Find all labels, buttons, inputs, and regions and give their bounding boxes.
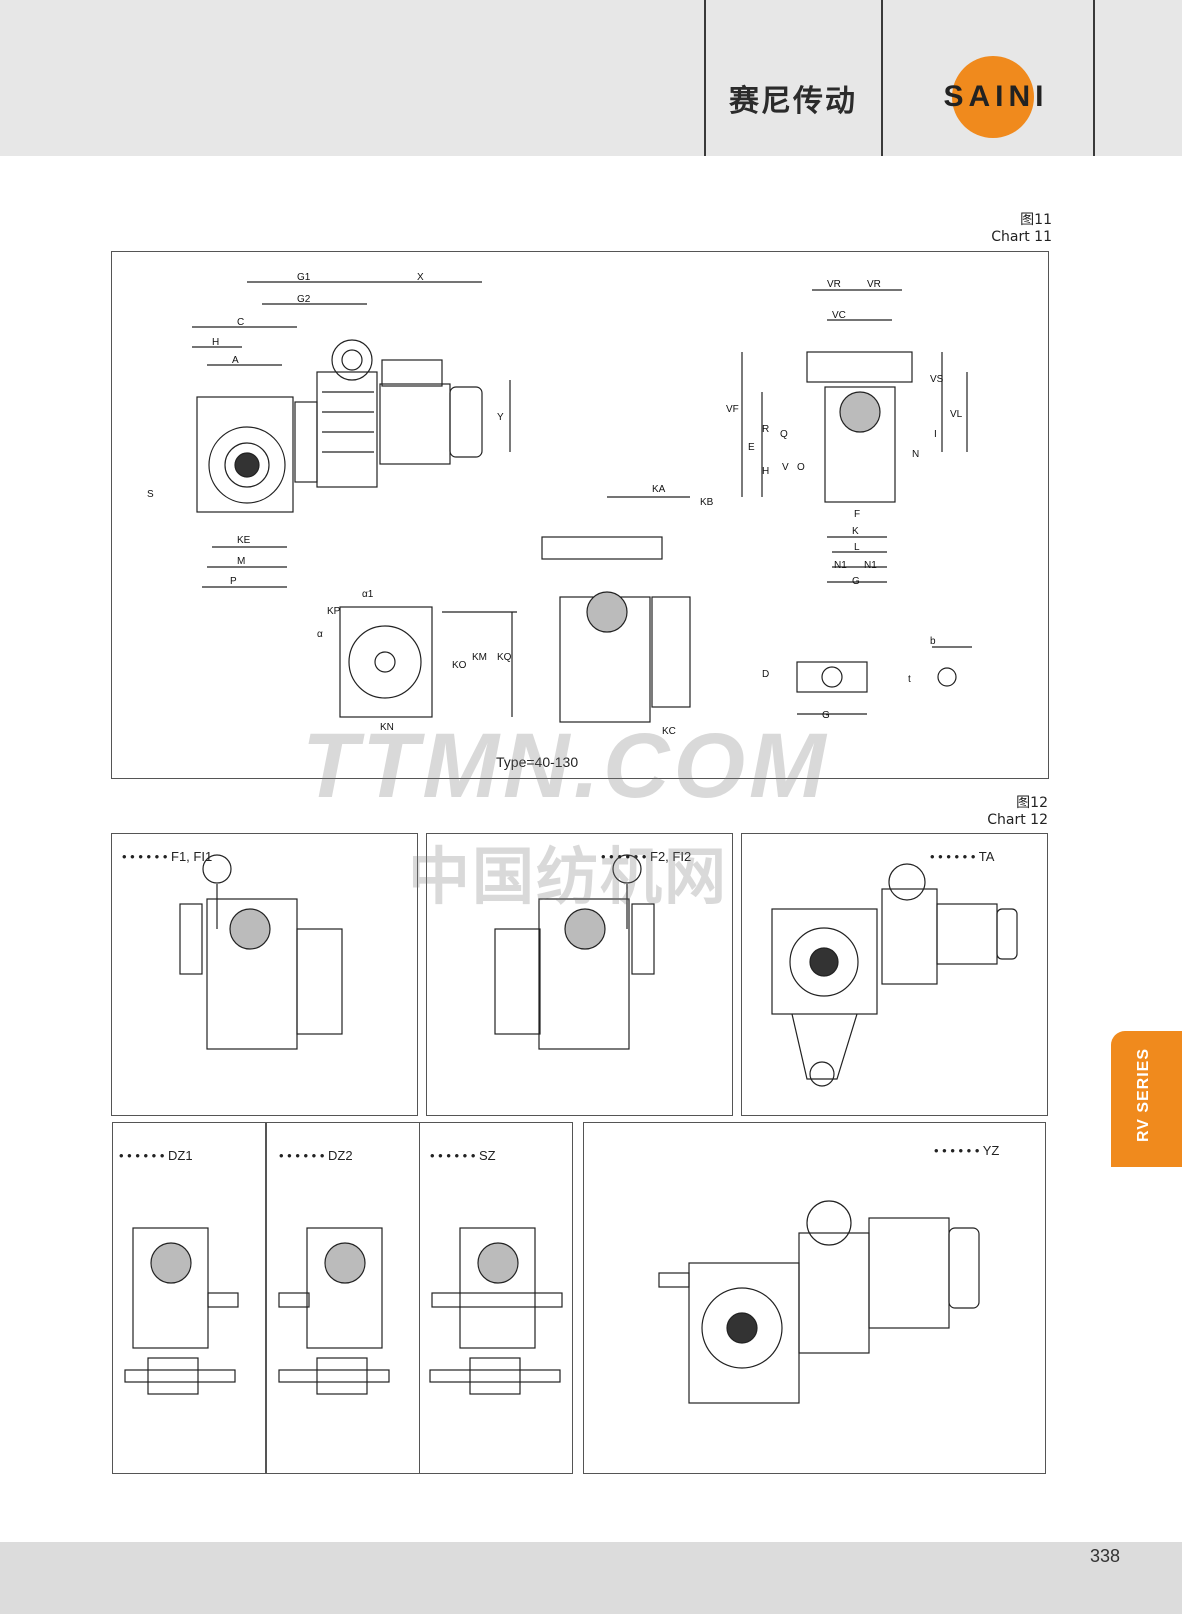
variant-label-dz1: • • • • • • DZ1 bbox=[119, 1148, 193, 1163]
svg-text:H: H bbox=[762, 466, 769, 477]
svg-text:VS: VS bbox=[930, 374, 944, 385]
rv-series-tab bbox=[1111, 1031, 1182, 1167]
chart11-caption: 图11 Chart 11 bbox=[930, 212, 1052, 246]
svg-text:N1: N1 bbox=[864, 560, 877, 571]
svg-text:Y: Y bbox=[497, 412, 504, 423]
svg-text:KN: KN bbox=[380, 722, 394, 733]
svg-text:E: E bbox=[748, 442, 755, 453]
variator-housing bbox=[316, 371, 378, 488]
f2-drawing bbox=[494, 854, 655, 1050]
svg-text:KP: KP bbox=[327, 606, 341, 617]
chart12-caption-cn: 图12 bbox=[1016, 795, 1048, 811]
svg-text:P: P bbox=[230, 576, 237, 587]
dz1-drawing bbox=[124, 1227, 239, 1395]
svg-text:A: A bbox=[232, 355, 239, 366]
svg-text:V: V bbox=[782, 462, 789, 473]
variant-panel-f1: • • • • • • F1, FI1 bbox=[111, 833, 418, 1116]
gearbox-top-view bbox=[824, 386, 896, 503]
variant-panel-f2: • • • • • • F2, FI2 bbox=[426, 833, 733, 1116]
motor-body bbox=[379, 383, 451, 465]
svg-text:D: D bbox=[762, 669, 769, 680]
svg-text:VR: VR bbox=[867, 279, 881, 290]
svg-text:α: α bbox=[317, 629, 323, 640]
svg-text:R: R bbox=[762, 424, 769, 435]
svg-text:b: b bbox=[930, 636, 936, 647]
svg-text:VR: VR bbox=[827, 279, 841, 290]
chart12-caption: 图12 Chart 12 bbox=[930, 795, 1048, 829]
svg-text:C: C bbox=[237, 317, 244, 328]
page-header: 赛尼传动 SAINI bbox=[0, 0, 1182, 156]
page-footer bbox=[0, 1542, 1182, 1614]
chart11-caption-cn: 图11 bbox=[1020, 212, 1052, 228]
svg-text:S: S bbox=[147, 489, 154, 500]
svg-text:KA: KA bbox=[652, 484, 666, 495]
variant-panel-dz2: • • • • • • DZ2 bbox=[266, 1122, 420, 1474]
variant-panel-yz: • • • • • • YZ bbox=[583, 1122, 1046, 1474]
yz-drawing bbox=[658, 1200, 980, 1404]
variant-label-dz2: • • • • • • DZ2 bbox=[279, 1148, 353, 1163]
dz2-drawing bbox=[278, 1227, 390, 1395]
type-range-label: Type=40-130 bbox=[496, 754, 579, 770]
variant-label-f2: • • • • • • F2, FI2 bbox=[601, 849, 692, 864]
f1-drawing bbox=[179, 854, 343, 1050]
variant-label-sz: • • • • • • SZ bbox=[430, 1148, 496, 1163]
svg-text:K: K bbox=[852, 526, 859, 537]
svg-text:H: H bbox=[212, 337, 219, 348]
svg-text:N1: N1 bbox=[834, 560, 847, 571]
gearbox-body bbox=[196, 396, 294, 513]
svg-text:VF: VF bbox=[726, 404, 739, 415]
page-number: 338 bbox=[1089, 1546, 1120, 1566]
variant-label-f1: • • • • • • F1, FI1 bbox=[122, 849, 213, 864]
motor-fan-cover bbox=[449, 386, 483, 458]
svg-text:G: G bbox=[852, 576, 860, 587]
svg-text:VL: VL bbox=[950, 409, 963, 420]
variant-panel-sz: • • • • • • SZ bbox=[419, 1122, 573, 1474]
rv-series-label: RV SERIES bbox=[1135, 1047, 1152, 1143]
svg-text:G2: G2 bbox=[297, 294, 311, 305]
svg-text:G1: G1 bbox=[297, 272, 311, 283]
svg-text:α1: α1 bbox=[362, 589, 374, 600]
sz-drawing bbox=[429, 1227, 563, 1395]
svg-text:L: L bbox=[854, 542, 860, 553]
chart12-caption-en: Chart 12 bbox=[987, 812, 1048, 828]
svg-text:KC: KC bbox=[662, 726, 676, 737]
brand-name-cn: 赛尼传动 bbox=[729, 84, 857, 119]
svg-text:I: I bbox=[934, 429, 937, 440]
svg-text:F: F bbox=[854, 509, 860, 520]
chart11-caption-en: Chart 11 bbox=[991, 229, 1052, 245]
svg-text:O: O bbox=[797, 462, 805, 473]
variant-panel-ta: • • • • • • TA bbox=[741, 833, 1048, 1116]
header-divider bbox=[704, 0, 706, 156]
svg-text:KE: KE bbox=[237, 535, 251, 546]
header-divider bbox=[881, 0, 883, 156]
header-divider bbox=[1093, 0, 1095, 156]
svg-text:KQ: KQ bbox=[497, 652, 512, 663]
variant-panel-dz1: • • • • • • DZ1 bbox=[112, 1122, 266, 1474]
handwheel bbox=[331, 339, 373, 381]
svg-text:KM: KM bbox=[472, 652, 487, 663]
variant-label-ta: • • • • • • TA bbox=[930, 849, 995, 864]
svg-text:KB: KB bbox=[700, 497, 714, 508]
variant-label-yz: • • • • • • YZ bbox=[934, 1143, 1000, 1158]
svg-text:Q: Q bbox=[780, 429, 788, 440]
svg-text:G: G bbox=[822, 710, 830, 721]
svg-text:t: t bbox=[908, 674, 911, 685]
svg-text:KO: KO bbox=[452, 660, 467, 671]
svg-text:VC: VC bbox=[832, 310, 846, 321]
ta-drawing bbox=[771, 863, 1018, 1087]
svg-text:X: X bbox=[417, 272, 424, 283]
saini-logo-circle bbox=[952, 56, 1034, 138]
svg-text:M: M bbox=[237, 556, 245, 567]
output-flange bbox=[208, 426, 286, 504]
svg-text:N: N bbox=[912, 449, 919, 460]
saini-logo: SAINI bbox=[943, 80, 1049, 113]
